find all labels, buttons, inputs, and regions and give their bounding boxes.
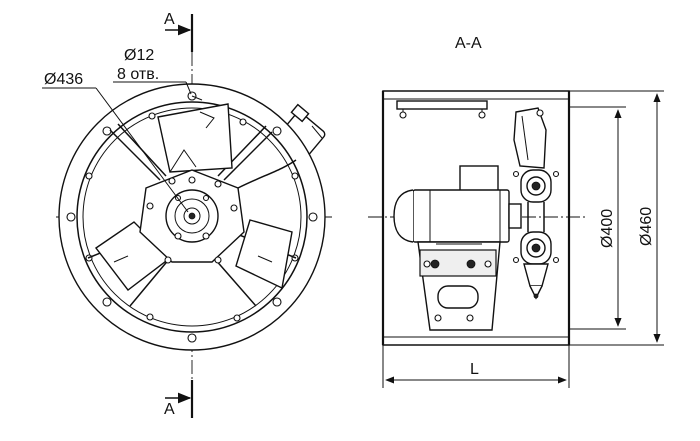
inner-diameter-label: Ø400 <box>599 209 616 248</box>
dim-length <box>382 345 570 388</box>
dim-inner-diameter <box>569 106 626 330</box>
casing <box>381 90 571 346</box>
outer-diameter-label: Ø460 <box>638 207 655 246</box>
hole-count-label: 8 отв. <box>117 66 159 83</box>
fan-blades <box>94 103 293 291</box>
dim-outer-diameter <box>569 90 664 346</box>
section-mark-top: A <box>164 11 175 28</box>
impeller <box>512 107 560 300</box>
length-label: L <box>470 361 479 378</box>
section-mark-bottom: A <box>164 401 175 418</box>
leader-lines <box>42 81 203 213</box>
section-view: A-A <box>368 35 664 388</box>
section-title: A-A <box>455 35 482 52</box>
flange-diameter-label: Ø436 <box>44 71 83 88</box>
motor-hub <box>139 169 245 264</box>
hole-diameter-label: Ø12 <box>124 47 154 64</box>
front-view: A A <box>42 11 332 418</box>
motor <box>393 165 522 331</box>
